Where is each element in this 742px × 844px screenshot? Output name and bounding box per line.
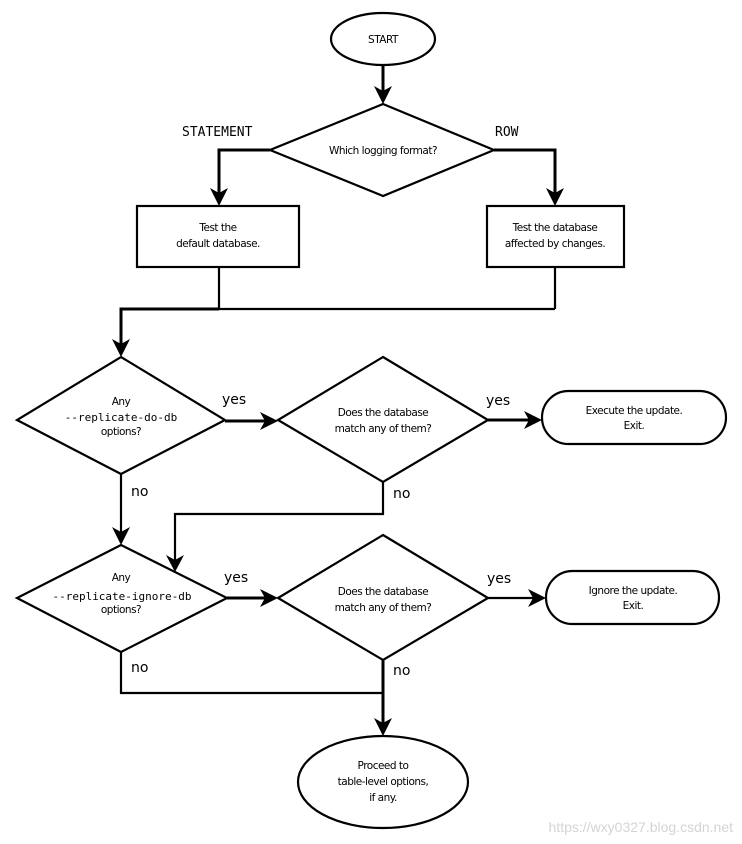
proceed-line1: Proceed to	[358, 760, 409, 772]
edge-label-do-match-no: no	[393, 486, 410, 502]
test-default-db-line1: Test the	[198, 222, 236, 234]
node-do-db-match: Does the database match any of them?	[275, 355, 491, 484]
ignore-db-decision-line3: options?	[101, 604, 141, 616]
edge-label-row: ROW	[495, 125, 519, 140]
ignore-db-match-line2: match any of them?	[335, 602, 432, 614]
node-do-db-decision: Any --replicate-do-db options?	[14, 355, 228, 476]
node-ignore-db-decision: Any --replicate-ignore-db options?	[14, 543, 230, 654]
node-test-default-db: Test the default database.	[135, 204, 301, 269]
node-start: START	[329, 11, 437, 67]
do-db-match-line1: Does the database	[338, 407, 429, 419]
do-db-match-line2: match any of them?	[335, 423, 432, 435]
test-affected-db-line2: affected by changes.	[505, 238, 605, 250]
node-execute-exit: Execute the update. Exit.	[540, 389, 728, 446]
ignore-db-decision-line1: Any	[112, 572, 131, 584]
edge-merge-dodb	[119, 307, 219, 345]
proceed-line2: table-level options,	[338, 776, 429, 788]
edge-ignoredb-no	[119, 652, 383, 695]
edge-row	[494, 148, 557, 194]
arrow-head	[546, 188, 564, 206]
arrow-head	[260, 412, 278, 430]
ignore-db-decision-line2: --replicate-ignore-db	[52, 590, 191, 603]
node-proceed: Proceed to table-level options, if any.	[296, 734, 470, 830]
execute-exit-line1: Execute the update.	[586, 405, 683, 417]
ignore-exit-line1: Ignore the update.	[589, 585, 678, 597]
test-default-db-line2: default database.	[176, 238, 260, 250]
node-format-decision: Which logging format?	[267, 102, 497, 198]
execute-exit-line2: Exit.	[624, 420, 645, 432]
edge-domatch-no	[173, 482, 385, 560]
edge-label-do-db-no: no	[131, 484, 148, 500]
arrow-head	[524, 411, 542, 429]
arrow-head	[374, 718, 392, 736]
node-test-affected-db: Test the database affected by changes.	[485, 204, 626, 269]
arrow-head	[112, 527, 130, 545]
arrow-head	[112, 339, 130, 357]
do-db-decision-line3: options?	[101, 426, 141, 438]
arrow-head	[528, 589, 546, 607]
arrow-head	[374, 86, 392, 104]
edge-label-ignore-db-no: no	[131, 660, 148, 676]
edge-label-statement: STATEMENT	[182, 125, 253, 140]
start-label: START	[368, 34, 399, 46]
watermark: https://wxy0327.blog.csdn.net	[549, 819, 734, 835]
node-ignore-db-match: Does the database match any of them?	[275, 533, 491, 662]
arrow-head	[210, 188, 228, 206]
arrow-head	[166, 555, 184, 572]
ignore-db-match-line1: Does the database	[338, 586, 429, 598]
edge-statement	[217, 148, 270, 194]
proceed-line3: if any.	[369, 792, 397, 804]
edge-label-do-db-yes: yes	[222, 392, 246, 408]
arrow-head	[260, 589, 278, 607]
node-ignore-exit: Ignore the update. Exit.	[544, 569, 721, 626]
edge-label-ignore-db-yes: yes	[224, 570, 248, 586]
format-decision-label: Which logging format?	[329, 145, 437, 157]
edge-label-ignore-match-no: no	[393, 663, 410, 679]
ignore-exit-line2: Exit.	[623, 600, 644, 612]
do-db-decision-line2: --replicate-do-db	[65, 411, 178, 424]
test-affected-db-line1: Test the database	[512, 222, 598, 234]
do-db-decision-line1: Any	[112, 396, 131, 408]
edge-label-do-match-yes: yes	[486, 393, 510, 409]
edge-label-ignore-match-yes: yes	[487, 571, 511, 587]
